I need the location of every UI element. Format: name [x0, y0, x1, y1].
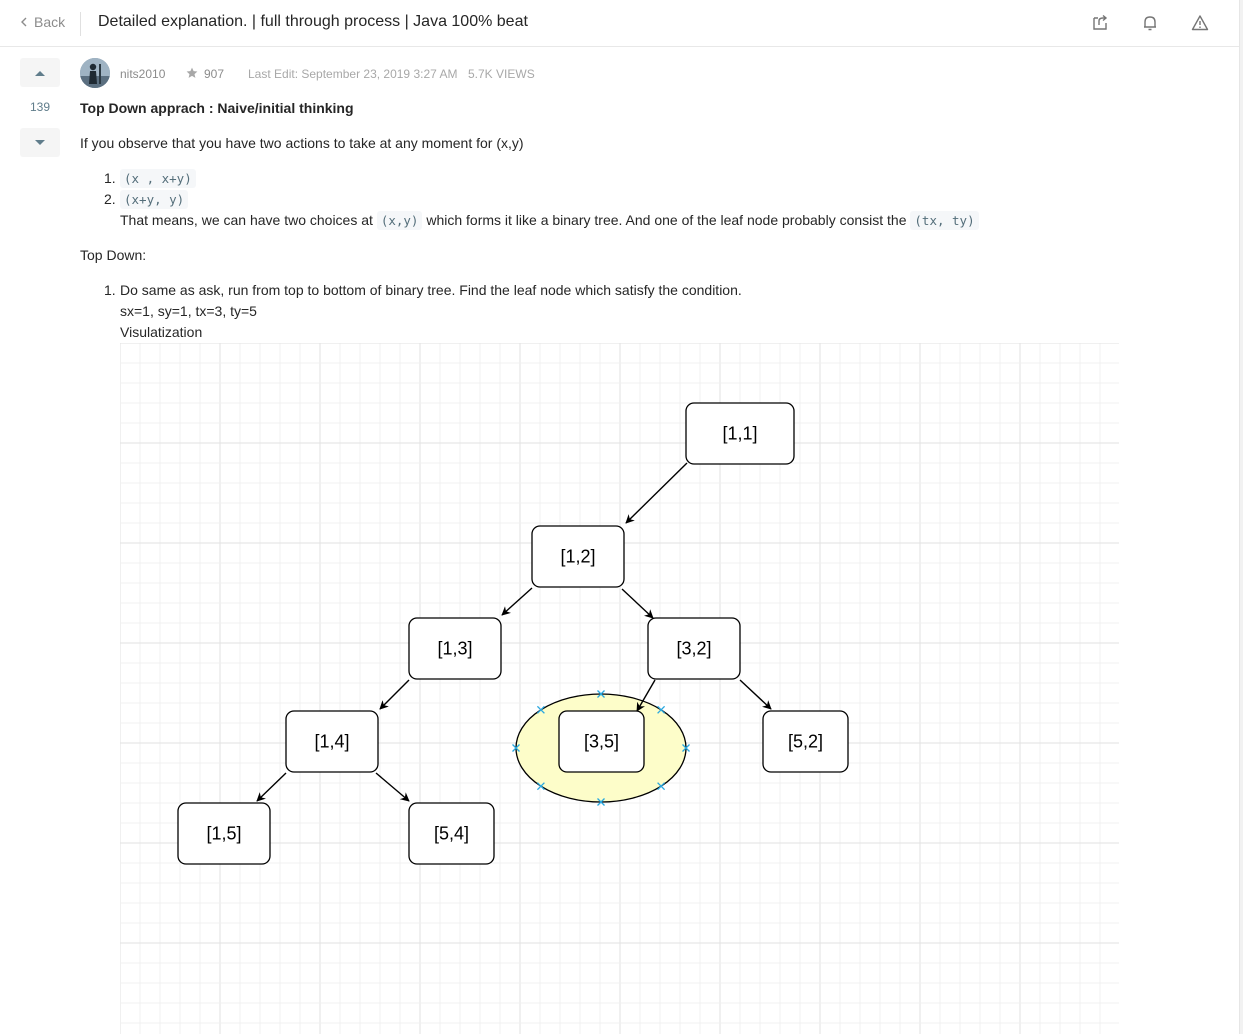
selection-handle [536, 705, 545, 714]
edge-arrow [256, 772, 287, 802]
star-icon [186, 67, 198, 78]
list-line: Visulatization [120, 324, 203, 340]
list-item-1: (x , x+y) [120, 169, 196, 188]
node-box [408, 802, 495, 865]
edge-arrow [375, 772, 410, 802]
edge-arrow [621, 588, 654, 619]
view-count: 5.7K VIEWS [468, 67, 535, 81]
diagram-canvas: [1,1] [1,2] [1,3] [3,2] [1,4] [3,5] [5,2] [1,5]… [119, 342, 1119, 1034]
handle-stroke [597, 690, 605, 698]
inline-code: (x+y, y) [120, 190, 189, 209]
back-button[interactable]: Back [20, 14, 65, 30]
vote-count: 139 [29, 100, 51, 114]
warning-icon [1191, 15, 1209, 31]
handle-stroke [536, 782, 545, 791]
tree-node: [1,1] [685, 402, 795, 465]
node-box [558, 710, 645, 773]
node-box [762, 710, 849, 773]
page-title: Detailed explanation. | full through pro… [98, 13, 528, 30]
share-icon [1093, 14, 1108, 30]
node-label: [5,4] [434, 824, 469, 844]
edge-arrow [625, 462, 688, 524]
selection-handle [512, 744, 520, 752]
intro-text: If you observe that you have two actions… [80, 135, 524, 151]
node-label: [1,2] [560, 547, 595, 567]
tree-node: [1,2] [531, 525, 625, 588]
bell-icon [1144, 16, 1156, 31]
avatar-image [80, 58, 110, 88]
post-heading: Top Down apprach : Naive/initial thinkin… [80, 100, 354, 116]
list-continuation: That means, we can have two choices at (… [120, 211, 979, 230]
caret-up-icon [35, 70, 45, 76]
last-edit: Last Edit: September 23, 2019 3:27 AM [248, 67, 458, 81]
selection-handle [597, 798, 605, 806]
header-divider [80, 12, 81, 36]
node-label: [3,5] [584, 732, 619, 752]
selection-handle [597, 690, 605, 698]
handle-stroke [512, 744, 520, 752]
inline-code: (tx, ty) [910, 211, 979, 230]
node-label: [1,4] [314, 732, 349, 752]
edge-arrow [501, 587, 533, 616]
node-box [285, 710, 379, 773]
handle-stroke [657, 782, 666, 791]
scrollbar-track[interactable] [1239, 0, 1243, 1034]
downvote-button[interactable] [20, 128, 60, 157]
handle-stroke [536, 705, 545, 714]
handle-stroke [597, 798, 605, 806]
tree-node: [3,5] [558, 710, 645, 773]
chevron-left-icon [21, 17, 27, 27]
node-label: [5,2] [788, 732, 823, 752]
section-label: Top Down: [80, 247, 147, 263]
handle-stroke [657, 705, 666, 714]
top-bar: Back Detailed explanation. | full throug… [0, 0, 1243, 47]
edge-arrow [636, 679, 656, 712]
tree-node: [5,4] [408, 802, 495, 865]
report-button[interactable] [1190, 13, 1210, 33]
inline-code: (x,y) [376, 211, 423, 230]
tree-node: [1,5] [177, 802, 271, 865]
caret-down-icon [35, 139, 45, 145]
node-box [531, 525, 625, 588]
reputation: 907 [204, 67, 225, 81]
tree-node: [3,2] [647, 617, 741, 680]
node-box [647, 617, 741, 680]
node-label: [3,2] [676, 639, 711, 659]
upvote-button[interactable] [20, 58, 60, 87]
list-line: sx=1, sy=1, tx=3, ty=5 [120, 303, 257, 319]
selection-handle [536, 782, 545, 791]
node-label: [1,1] [722, 424, 757, 444]
text-span: which forms it like a binary tree. And o… [426, 212, 907, 228]
list-item-1: Do same as ask, run from top to bottom o… [120, 282, 742, 298]
handle-stroke [682, 744, 690, 752]
edge-arrow [379, 679, 410, 710]
selection-handle [657, 705, 666, 714]
share-button[interactable] [1090, 13, 1110, 33]
tree-diagram: [1,1] [1,2] [1,3] [3,2] [1,4] [3,5] [5,2] [1,5]… [119, 342, 1119, 1034]
list-item-2: (x+y, y) [120, 190, 189, 209]
node-label: [1,3] [437, 639, 472, 659]
tree-node: [1,4] [285, 710, 379, 773]
node-label: [1,5] [206, 824, 241, 844]
tree-node: [1,3] [408, 617, 502, 680]
edge-arrow [739, 679, 772, 710]
back-label: Back [34, 14, 66, 30]
node-box [177, 802, 271, 865]
node-box [408, 617, 502, 680]
list-number: 1. [104, 282, 116, 298]
avatar[interactable] [80, 58, 110, 88]
tree-node: [5,2] [762, 710, 849, 773]
author-name[interactable]: nits2010 [120, 67, 166, 81]
notification-button[interactable] [1140, 13, 1160, 33]
list-number: 2. [104, 191, 116, 207]
selection-handle [682, 744, 690, 752]
selection-handle [657, 782, 666, 791]
inline-code: (x , x+y) [120, 169, 196, 188]
list-number: 1. [104, 170, 116, 186]
node-box [685, 402, 795, 465]
text-span: That means, we can have two choices at [120, 212, 373, 228]
